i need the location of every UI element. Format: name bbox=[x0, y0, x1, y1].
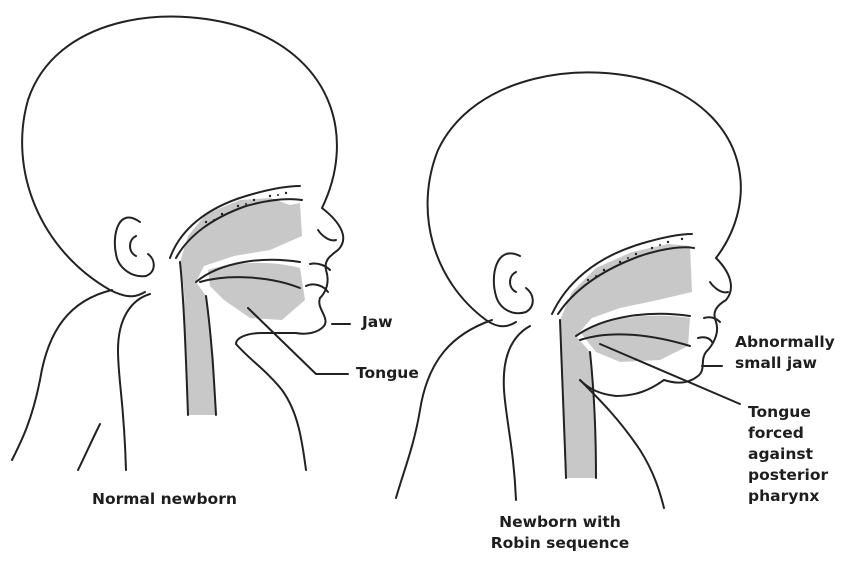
normal-newborn-caption: Normal newborn bbox=[92, 489, 237, 510]
small-jaw-label: Abnormally small jaw bbox=[735, 332, 835, 374]
normal-tongue-shading bbox=[208, 263, 305, 320]
robin-caption-line: Newborn with bbox=[490, 512, 630, 533]
robin-shoulder bbox=[396, 320, 492, 498]
robin-ear bbox=[494, 253, 533, 313]
robin-newborn-figure bbox=[396, 72, 741, 508]
forced-tongue-label-line: Tongue bbox=[748, 402, 828, 423]
robin-caption-line: Robin sequence bbox=[490, 533, 630, 554]
forced-tongue-label-line: posterior bbox=[748, 465, 828, 486]
robin-newborn-caption: Newborn with Robin sequence bbox=[490, 512, 630, 554]
forced-tongue-label-line: pharynx bbox=[748, 486, 828, 507]
forced-tongue-label: Tongue forced against posterior pharynx bbox=[748, 402, 828, 507]
normal-skull-outline bbox=[22, 17, 337, 297]
small-jaw-label-line: Abnormally bbox=[735, 332, 835, 353]
normal-shoulder bbox=[12, 290, 112, 460]
tongue-label: Tongue bbox=[356, 363, 419, 384]
small-jaw-label-line: small jaw bbox=[735, 353, 835, 374]
jaw-label: Jaw bbox=[362, 312, 393, 333]
normal-newborn-figure bbox=[12, 17, 350, 470]
normal-ear bbox=[115, 217, 154, 276]
forced-tongue-label-line: forced bbox=[748, 423, 828, 444]
forced-tongue-label-line: against bbox=[748, 444, 828, 465]
robin-tongue-shading bbox=[580, 316, 690, 362]
